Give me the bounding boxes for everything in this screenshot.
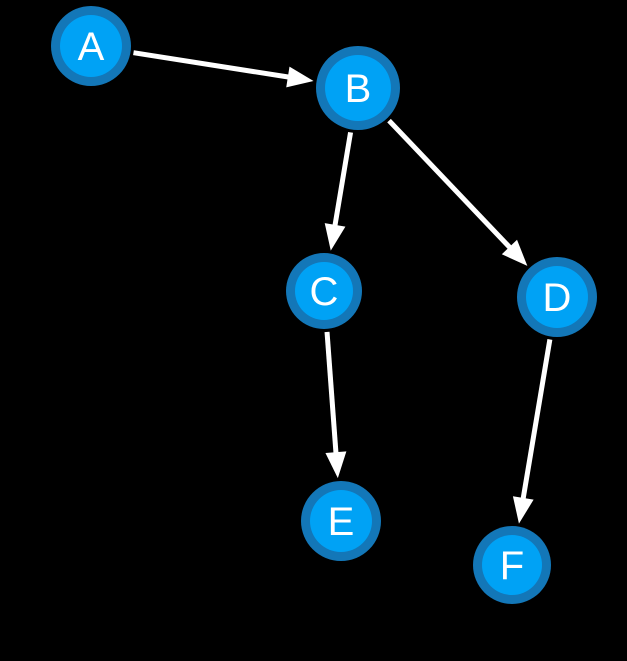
nodes-layer: A B C D E F xyxy=(51,6,597,604)
edges-layer xyxy=(133,50,553,524)
edge-line xyxy=(520,338,553,501)
edge-arrowhead-icon xyxy=(512,496,534,524)
node-fill xyxy=(295,262,353,320)
graph-node-d[interactable]: D xyxy=(517,257,597,337)
node-fill xyxy=(526,266,588,328)
graph-node-c[interactable]: C xyxy=(286,253,362,329)
node-fill xyxy=(310,490,372,552)
graph-edge[interactable] xyxy=(387,118,528,266)
node-label: F xyxy=(500,544,524,588)
node-label: C xyxy=(310,270,339,314)
node-fill xyxy=(325,55,391,121)
graph-node-a[interactable]: A xyxy=(51,6,131,86)
edge-line xyxy=(387,118,513,251)
node-label: A xyxy=(78,25,105,69)
graph-node-b[interactable]: B xyxy=(316,46,400,130)
node-label: B xyxy=(345,67,372,111)
graph-edge[interactable] xyxy=(324,131,354,251)
edge-line xyxy=(324,331,339,455)
graph-edge[interactable] xyxy=(512,338,553,524)
node-label: E xyxy=(328,500,355,544)
edge-arrowhead-icon xyxy=(324,223,346,251)
edge-arrowhead-icon xyxy=(286,66,314,88)
edge-line xyxy=(332,131,354,228)
graph-edge[interactable] xyxy=(324,331,347,479)
graph-edge[interactable] xyxy=(133,50,314,88)
graph-node-e[interactable]: E xyxy=(301,481,381,561)
node-label: D xyxy=(543,276,572,320)
edge-arrowhead-icon xyxy=(325,451,347,479)
edge-line xyxy=(133,50,291,80)
graph-node-f[interactable]: F xyxy=(473,526,551,604)
node-fill xyxy=(482,535,542,595)
edge-arrowhead-icon xyxy=(501,239,528,266)
node-fill xyxy=(60,15,122,77)
